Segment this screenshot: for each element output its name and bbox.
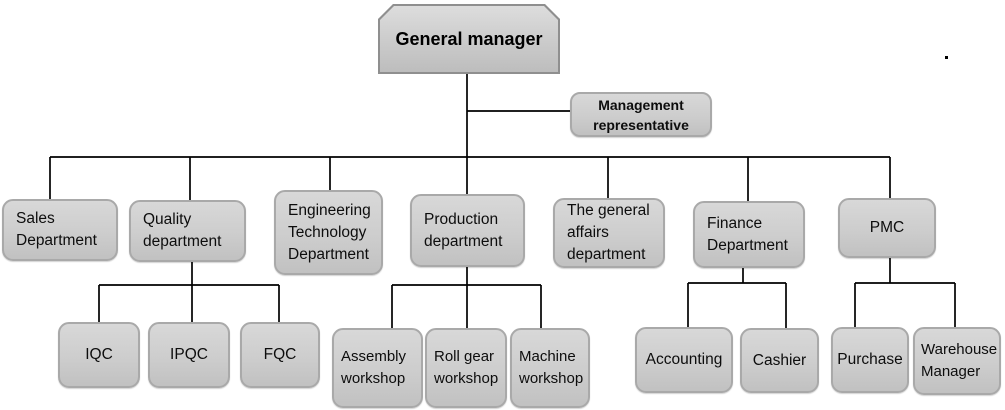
node-label: Warehouse Manager [921,341,998,380]
node-label: PMC [869,219,905,236]
stray-dot: . [945,56,948,59]
node-management-representative: Management representative [570,92,712,137]
node-general-manager-body: General manager [380,6,558,72]
node-label: Management representative [593,96,689,133]
node-label: General manager [395,28,543,49]
node-machine-workshop: Machine workshop [510,328,590,408]
node-label: IQC [85,346,113,363]
node-assembly-workshop: Assembly workshop [332,328,423,408]
node-pmc: PMC [838,198,936,258]
node-quality-department: Quality department [129,200,246,262]
node-purchase: Purchase [831,327,909,393]
node-label: IPQC [170,346,208,363]
node-iqc: IQC [58,322,140,388]
node-label: Engineering Technology Department [288,201,371,263]
node-label: Finance Department [707,214,788,254]
node-label: Roll gear workshop [434,348,499,387]
node-sales-department: Sales Department [2,199,118,261]
node-label: Cashier [752,351,807,369]
node-general-manager: General manager [378,4,560,74]
node-finance-department: Finance Department [693,201,805,268]
node-label: Purchase [837,351,903,368]
node-accounting: Accounting [635,327,733,393]
node-engineering-technology-department: Engineering Technology Department [274,190,383,275]
node-general-affairs-department: The general affairs department [553,198,665,268]
node-cashier: Cashier [740,328,819,393]
node-fqc: FQC [240,322,320,388]
node-production-department: Production department [410,194,525,267]
node-label: Quality department [143,211,222,250]
node-label: FQC [263,346,297,363]
node-warehouse-manager: Warehouse Manager [913,327,1001,395]
node-label: Sales Department [16,210,97,249]
node-label: Accounting [645,351,723,368]
node-ipqc: IPQC [148,322,230,388]
node-label: Machine workshop [519,348,584,387]
node-roll-gear-workshop: Roll gear workshop [425,328,507,408]
node-label: The general affairs department [567,202,650,263]
node-label: Production department [424,210,503,250]
node-label: Assembly workshop [341,348,407,387]
